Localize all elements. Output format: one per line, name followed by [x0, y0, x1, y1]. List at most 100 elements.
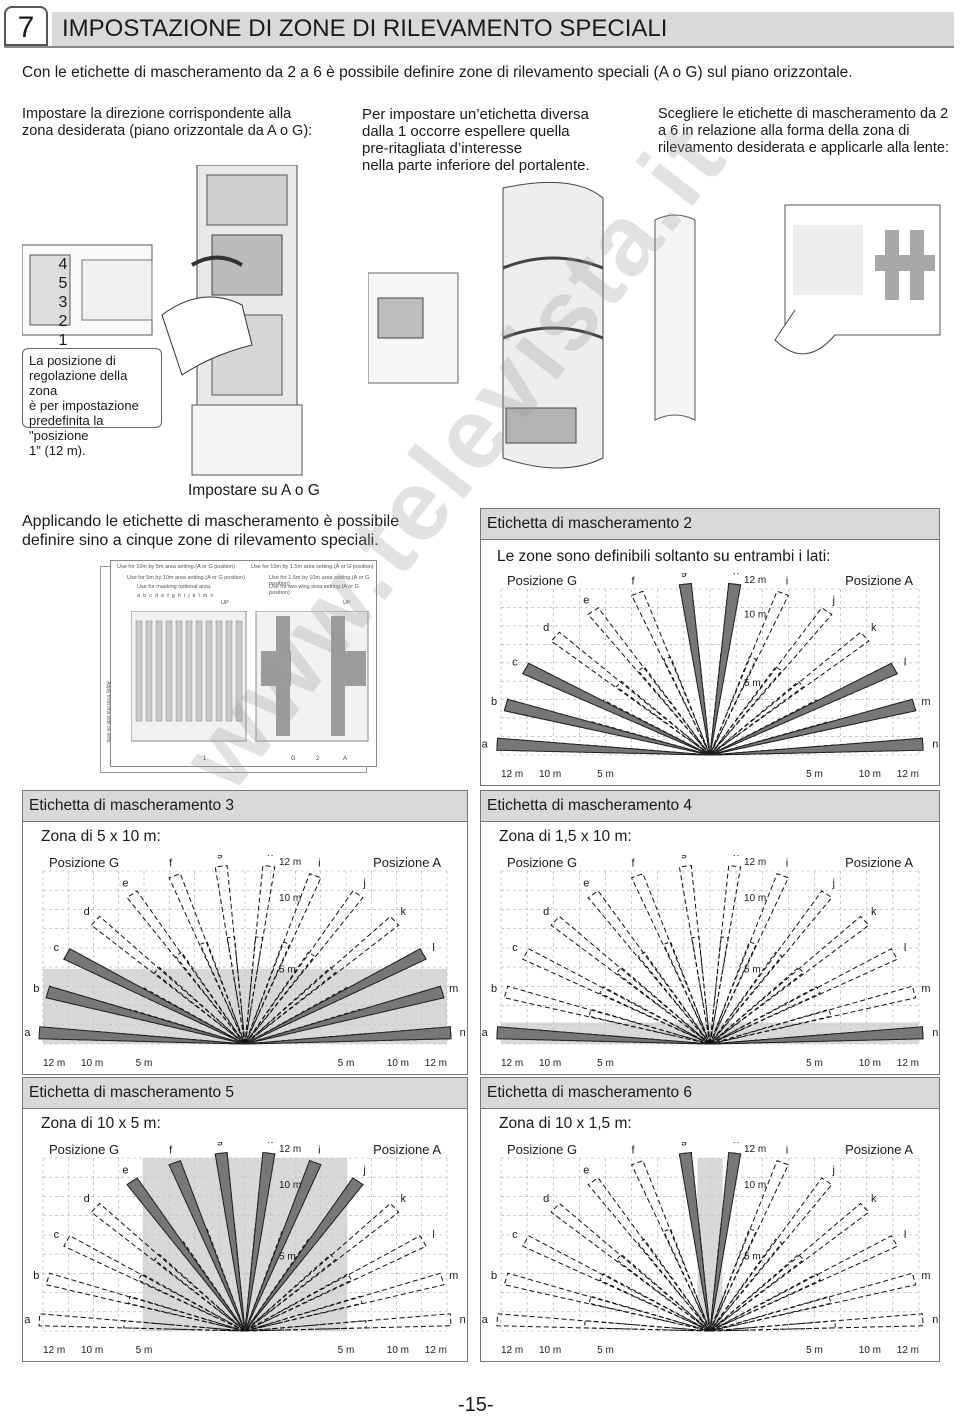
axis-label-12-left: 12 m: [501, 1058, 523, 1069]
axis-label-5-left: 5 m: [597, 1345, 614, 1356]
beam-active: [244, 948, 427, 1045]
zone-letter: h: [733, 855, 739, 859]
beam-active: [709, 662, 899, 756]
beam-active: [63, 948, 246, 1045]
panel-mask-3: Etichetta di mascheramento 3 Zona di 5 x…: [22, 790, 468, 1075]
range-label-5: 5 m: [744, 678, 761, 689]
beam: [550, 631, 711, 756]
axis-label-12-right: 12 m: [425, 1058, 447, 1069]
zone-letter: h: [733, 573, 739, 577]
zone-letter: a: [482, 1027, 489, 1039]
panel-mask-2: Etichetta di mascheramento 2 Le zone son…: [480, 508, 940, 786]
axis-label-10-left: 10 m: [539, 1345, 561, 1356]
range-label-5: 5 m: [744, 1251, 761, 1262]
beam: [244, 1313, 452, 1332]
beam: [244, 936, 264, 1045]
position-a-label: Posizione A: [845, 1142, 913, 1157]
axis-label-12-right: 12 m: [897, 1345, 919, 1356]
beam: [637, 666, 711, 756]
beam-active: [244, 1026, 452, 1045]
beam-active: [709, 1026, 924, 1045]
beam: [503, 985, 711, 1045]
zone-letter: f: [631, 575, 635, 587]
beam-active: [244, 1160, 322, 1332]
range-label-12: 12 m: [744, 857, 766, 868]
range-label-10: 10 m: [279, 893, 301, 904]
position-a-label: Posizione A: [845, 573, 913, 588]
zone-letter: i: [318, 857, 320, 869]
zone-letter: k: [871, 1193, 877, 1205]
beam: [709, 1008, 832, 1045]
beam-active: [168, 1160, 246, 1332]
section-title: IMPOSTAZIONE DI ZONE DI RILEVAMENTO SPEC…: [52, 12, 954, 46]
zone-letter: g: [217, 1142, 223, 1146]
zone-letter: c: [512, 942, 518, 954]
zone-letter: n: [460, 1314, 466, 1326]
axis-label-5-right: 5 m: [806, 769, 823, 780]
zone-letter: f: [169, 857, 173, 869]
zone-letter: m: [921, 983, 930, 995]
beam: [521, 948, 711, 1045]
axis-label-12-right: 12 m: [425, 1345, 447, 1356]
beam: [709, 1295, 832, 1332]
zone-letter: a: [24, 1027, 31, 1039]
zone-letter: b: [491, 983, 497, 995]
beam-active: [244, 1177, 364, 1332]
panel-subtitle: Zona di 10 x 5 m:: [41, 1115, 161, 1132]
beam-active: [214, 1151, 246, 1332]
zone-letter: l: [432, 942, 434, 954]
sheet-a: A: [343, 756, 348, 762]
zone-letter: j: [362, 1164, 365, 1176]
column1-text: Impostare la direzione corrispondente al…: [22, 106, 313, 139]
beam: [709, 1202, 870, 1332]
position-g-label: Posizione G: [49, 855, 119, 870]
panel-mask-4: Etichetta di mascheramento 4 Zona di 1,5…: [480, 790, 940, 1075]
axis-label-10-left: 10 m: [81, 1058, 103, 1069]
beam: [244, 1235, 427, 1332]
beam: [153, 966, 246, 1045]
zone-letter: i: [786, 857, 788, 869]
beam: [663, 941, 711, 1045]
zone-letter: m: [921, 1270, 930, 1282]
position-g-label: Posizione G: [49, 1142, 119, 1157]
beam: [709, 1238, 783, 1332]
section-header: 7 IMPOSTAZIONE DI ZONE DI RILEVAMENTO SP…: [4, 6, 954, 48]
sheet-right-line-3: Use for two wing area setting.(A or G po…: [269, 584, 359, 596]
beam: [709, 1273, 821, 1332]
beam-active: [521, 662, 711, 756]
zone-letter: j: [831, 1164, 834, 1176]
zone-letter: c: [512, 1229, 518, 1241]
zone-letter: m: [449, 983, 458, 995]
beam: [709, 873, 790, 1045]
zone-letter: f: [169, 1144, 173, 1156]
beam: [709, 864, 742, 1045]
zone-letter: f: [631, 857, 635, 869]
zone-letter: a: [24, 1314, 31, 1326]
zone-letter: e: [122, 1164, 128, 1176]
range-label-10: 10 m: [279, 1180, 301, 1191]
beam: [678, 864, 711, 1045]
beam: [168, 873, 246, 1045]
beam-active: [244, 1151, 276, 1332]
zone-letter: e: [122, 877, 128, 889]
zone-letter: l: [432, 1229, 434, 1241]
range-label-12: 12 m: [279, 1144, 301, 1155]
panel-mask-6: Etichetta di mascheramento 6 Zona di 10 …: [480, 1077, 940, 1362]
axis-label-5-left: 5 m: [136, 1345, 153, 1356]
beam: [663, 656, 711, 756]
range-label-10: 10 m: [744, 609, 766, 620]
axis-label-12-right: 12 m: [897, 769, 919, 780]
lens-holder-illustration: [368, 181, 604, 469]
panel-title: Etichetta di mascheramento 3: [23, 791, 467, 822]
beam-active: [244, 985, 445, 1045]
range-label-12: 12 m: [279, 857, 301, 868]
zone-letter: b: [491, 1270, 497, 1282]
axis-label-5-left: 5 m: [136, 1058, 153, 1069]
beam: [615, 680, 711, 756]
beam-active: [678, 1151, 711, 1332]
sheet-g: G: [291, 756, 296, 762]
